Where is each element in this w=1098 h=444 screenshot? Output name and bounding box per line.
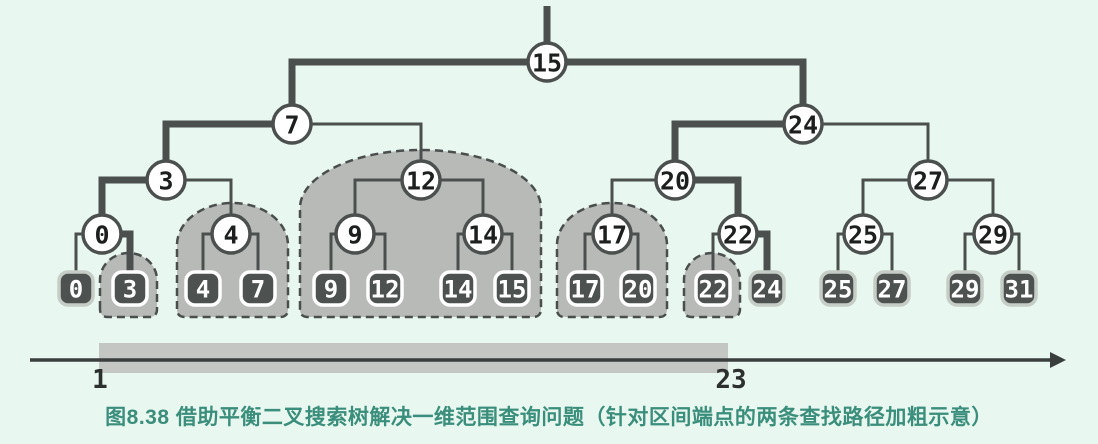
tree-leaf-27 xyxy=(873,270,911,307)
tree-node-4 xyxy=(210,213,252,255)
tree-node-29 xyxy=(972,213,1014,255)
tree-leaf-9 xyxy=(312,270,350,307)
tree-node-label-0: 0 xyxy=(94,221,109,250)
tree-node-label-9: 9 xyxy=(347,221,362,250)
tree-node-label-24: 24 xyxy=(788,111,818,140)
axis-label-1: 1 xyxy=(92,365,108,395)
tree-leaf-label-15: 15 xyxy=(498,276,527,304)
tree-leaf-label-24: 24 xyxy=(753,276,782,304)
tree-leaf-label-17: 17 xyxy=(571,276,600,304)
tree-leaf-label-9: 9 xyxy=(324,276,338,304)
tree-node-0 xyxy=(81,213,123,255)
tree-node-12 xyxy=(400,159,442,201)
tree-leaf-label-20: 20 xyxy=(624,276,653,304)
tree-leaf-label-0: 0 xyxy=(69,276,83,304)
tree-leaf-7 xyxy=(239,270,277,307)
number-line-arrowhead-icon xyxy=(1050,352,1066,368)
tree-leaf-label-29: 29 xyxy=(951,276,980,304)
tree-node-label-27: 27 xyxy=(913,167,943,196)
tree-node-label-22: 22 xyxy=(723,221,753,250)
tree-node-20 xyxy=(654,159,696,201)
tree-leaf-label-7: 7 xyxy=(251,276,265,304)
tree-leaf-20 xyxy=(619,270,657,307)
tree-node-27 xyxy=(907,159,949,201)
tree-node-label-29: 29 xyxy=(978,221,1008,250)
tree-leaf-label-12: 12 xyxy=(371,276,400,304)
tree-node-3 xyxy=(145,159,187,201)
tree-leaf-24 xyxy=(748,270,786,307)
tree-node-25 xyxy=(842,213,884,255)
tree-node-label-12: 12 xyxy=(406,167,436,196)
tree-leaf-29 xyxy=(946,270,984,307)
tree-node-7 xyxy=(271,103,313,145)
tree-leaf-label-27: 27 xyxy=(878,276,907,304)
tree-node-22 xyxy=(717,213,759,255)
tree-edge-n15-n7-bold xyxy=(288,58,547,124)
tree-node-label-4: 4 xyxy=(223,221,238,250)
tree-node-15 xyxy=(526,41,568,83)
tree-node-label-20: 20 xyxy=(660,167,690,196)
range-bar xyxy=(99,343,728,373)
tree-leaf-label-14: 14 xyxy=(444,276,473,304)
tree-node-24 xyxy=(782,103,824,145)
tree-leaf-label-22: 22 xyxy=(699,276,728,304)
tree-leaf-31 xyxy=(1000,270,1038,307)
tree-node-9 xyxy=(334,213,376,255)
tree-leaf-25 xyxy=(819,270,857,307)
tree-leaf-3 xyxy=(111,270,149,307)
tree-edge-n15-n24-bold xyxy=(547,58,807,124)
tree-leaf-0 xyxy=(57,270,95,307)
tree-leaf-14 xyxy=(439,270,477,307)
tree-node-14 xyxy=(462,213,504,255)
tree-node-label-3: 3 xyxy=(158,167,173,196)
dome-subtree-12 xyxy=(298,148,543,319)
tree-node-label-15: 15 xyxy=(532,49,562,78)
axis-label-23: 23 xyxy=(715,365,746,395)
tree-node-label-25: 25 xyxy=(848,221,878,250)
tree-leaf-12 xyxy=(366,270,404,307)
tree-leaf-17 xyxy=(566,270,604,307)
tree-node-17 xyxy=(591,213,633,255)
tree-leaf-label-4: 4 xyxy=(196,276,210,304)
tree-node-label-14: 14 xyxy=(468,221,498,250)
tree-leaf-label-31: 31 xyxy=(1005,276,1034,304)
tree-leaf-15 xyxy=(493,270,531,307)
tree-leaf-label-3: 3 xyxy=(123,276,137,304)
tree-leaf-label-25: 25 xyxy=(824,276,853,304)
figure-caption: 图8.38 借助平衡二叉搜索树解决一维范围查询问题（针对区间端点的两条查找路径加… xyxy=(105,406,993,429)
tree-leaf-4 xyxy=(184,270,222,307)
tree-node-label-7: 7 xyxy=(284,111,299,140)
tree-node-label-17: 17 xyxy=(597,221,627,250)
tree-edge-n24-n20-bold xyxy=(671,120,803,180)
tree-leaf-22 xyxy=(694,270,732,307)
